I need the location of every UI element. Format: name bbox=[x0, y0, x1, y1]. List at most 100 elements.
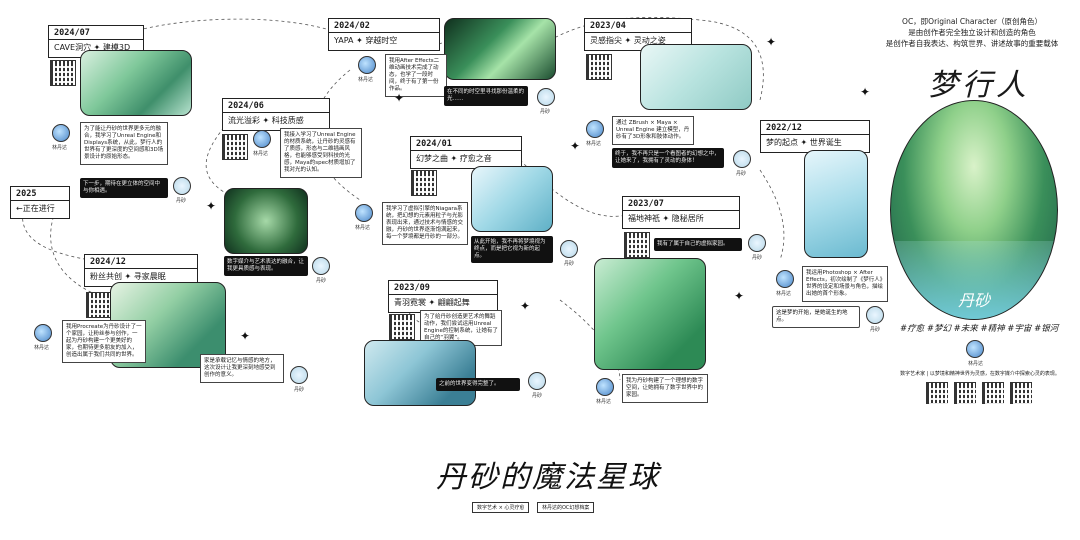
entry-date: 2023/07 bbox=[623, 198, 739, 211]
entry-date: 2024/06 bbox=[223, 100, 329, 113]
artwork-origin bbox=[804, 150, 868, 258]
entry-date: 2023/09 bbox=[389, 282, 497, 295]
avatar-label: 林丹达 bbox=[968, 361, 984, 367]
intro-line: 是由创作者完全独立设计和创造的角色 bbox=[908, 28, 1036, 37]
artwork-gesture bbox=[640, 44, 752, 110]
entry-caption: 这是梦的开始，是她诞生的地点。 bbox=[772, 306, 860, 328]
timeline-entry-2024-02: 2024/02 YAPA ✦ 穿越时空 bbox=[328, 18, 440, 51]
qr-code bbox=[926, 382, 949, 405]
artwork-cave bbox=[80, 50, 192, 116]
dan-label: 丹砂 bbox=[736, 171, 747, 177]
hero-signature: 丹砂 bbox=[957, 291, 990, 310]
entry-caption: 家是承载记忆与情感的地方，这次设计让我更深刻地感受到创作的意义。 bbox=[200, 354, 284, 383]
artwork-home bbox=[594, 258, 706, 370]
dan-label: 丹砂 bbox=[316, 278, 327, 284]
timeline-entry-2023-09: 2023/09 青羽霓裳 ✦ 翩翩起舞 bbox=[388, 280, 498, 313]
entry-caption: 在不同的时空里寻找那份温柔的光…… bbox=[444, 86, 528, 106]
entry-note: 我用Procreate为丹砂设计了一个家园，让粉丝参与创作，一起为丹砂构建一个更… bbox=[62, 320, 146, 363]
artwork-dream bbox=[471, 166, 553, 232]
entry-title: CAVE洞穴 ✦ 建模3D bbox=[54, 43, 131, 52]
qr-code bbox=[586, 54, 612, 80]
hero-artwork: 丹砂 bbox=[890, 100, 1058, 320]
entry-caption: 之前的世界变得完整了。 bbox=[436, 378, 520, 391]
entry-title: 福地神祇 ✦ 隐秘居所 bbox=[628, 214, 704, 223]
entry-title: 灵感指尖 ✦ 灵动之姿 bbox=[590, 36, 666, 45]
timeline-entry-2024-06: 2024/06 流光溢彩 ✦ 科技质感 bbox=[222, 98, 330, 131]
avatar bbox=[355, 204, 373, 222]
entry-date: 2024/02 bbox=[329, 20, 439, 33]
entry-note: 我学习了虚拟引擎的Niagara系统，把幻想的元素用粒子与光影表现出来，通过技术… bbox=[382, 202, 468, 245]
entry-title: ←正在进行 bbox=[16, 204, 55, 213]
subtitle-right: 林丹达的OC幻想档案 bbox=[536, 502, 595, 513]
sparkle-icon: ✦ bbox=[860, 85, 871, 99]
avatar bbox=[358, 56, 376, 74]
intro-line: OC，即Original Character（原创角色） bbox=[902, 17, 1042, 26]
dan-avatar bbox=[748, 234, 766, 252]
hashtags: #疗愈 #梦幻 #未来 #精神 #宇宙 #银河 bbox=[900, 324, 1059, 334]
avatar-label: 林丹达 bbox=[253, 151, 269, 157]
entry-title: 青羽霓裳 ✦ 翩翩起舞 bbox=[394, 298, 470, 307]
dan-label: 丹砂 bbox=[564, 261, 575, 267]
dan-avatar bbox=[290, 366, 308, 384]
entry-date: 2025 bbox=[11, 188, 69, 201]
entry-date: 2024/12 bbox=[85, 256, 197, 269]
qr-code bbox=[389, 314, 415, 340]
entry-note: 我用After Effects二维动画技术完成了动态，也学了一段时间，终于有了第… bbox=[385, 54, 447, 97]
avatar bbox=[586, 120, 604, 138]
subtitle-left: 数字艺术 × 心灵疗愈 bbox=[472, 502, 530, 513]
avatar bbox=[52, 124, 70, 142]
dan-avatar bbox=[560, 240, 578, 258]
entry-title: 流光溢彩 ✦ 科技质感 bbox=[228, 116, 304, 125]
entry-date: 2024/01 bbox=[411, 138, 521, 151]
timeline-entry-2024-01: 2024/01 幻梦之曲 ✦ 疗愈之音 bbox=[410, 136, 522, 169]
entry-caption: 终于，我不再只是一个看图者的幻想之中，让她来了，我拥有了灵动的身体！ bbox=[612, 148, 724, 168]
timeline-entry-2022-12: 2022/12 梦的起点 ✦ 世界诞生 bbox=[760, 120, 870, 153]
avatar bbox=[253, 130, 271, 148]
entry-date: 2024/07 bbox=[49, 27, 143, 40]
artwork-glow bbox=[224, 188, 308, 254]
avatar-label: 林丹达 bbox=[52, 145, 68, 151]
dan-avatar bbox=[528, 372, 546, 390]
dan-label: 丹砂 bbox=[870, 327, 881, 333]
sparkle-icon: ✦ bbox=[394, 91, 405, 105]
avatar bbox=[596, 378, 614, 396]
entry-caption: 数字媒介与艺术表达的融合，让我更具质感与表现。 bbox=[224, 256, 308, 276]
artwork-yapa bbox=[444, 18, 556, 80]
artwork-feather bbox=[364, 340, 476, 406]
avatar bbox=[776, 270, 794, 288]
qr-code bbox=[411, 170, 437, 196]
entry-caption: 从此开始，我不再将梦境视为终点，而是把它视为新的起点。 bbox=[471, 236, 553, 263]
sparkle-icon: ✦ bbox=[734, 289, 745, 303]
entry-date: 2023/04 bbox=[585, 20, 691, 33]
main-title: 丹砂的魔法星球 bbox=[436, 460, 660, 495]
timeline-entry-2023-07: 2023/07 福地神祇 ✦ 隐秘居所 bbox=[622, 196, 740, 229]
qr-code bbox=[624, 232, 650, 258]
dan-label: 丹砂 bbox=[752, 255, 763, 261]
avatar-label: 林丹达 bbox=[586, 141, 602, 147]
sparkle-icon: ✦ bbox=[520, 299, 531, 313]
dan-label: 丹砂 bbox=[294, 387, 305, 393]
avatar-label: 林丹达 bbox=[776, 291, 792, 297]
timeline-entry-2025: 2025 ←正在进行 bbox=[10, 186, 70, 219]
dan-avatar bbox=[733, 150, 751, 168]
dan-avatar bbox=[312, 257, 330, 275]
entry-title: 幻梦之曲 ✦ 疗愈之音 bbox=[416, 154, 492, 163]
qr-code bbox=[982, 382, 1005, 405]
entry-title: 梦的起点 ✦ 世界诞生 bbox=[766, 138, 842, 147]
sparkle-icon: ✦ bbox=[570, 139, 581, 153]
entry-title: YAPA ✦ 穿越时空 bbox=[334, 36, 398, 45]
sparkle-icon: ✦ bbox=[766, 35, 777, 49]
qr-code bbox=[954, 382, 977, 405]
entry-title: 粉丝共创 ✦ 寻家晨眠 bbox=[90, 272, 166, 281]
intro-text: OC，即Original Character（原创角色） 是由创作者完全独立设计… bbox=[872, 16, 1072, 49]
dan-label: 丹砂 bbox=[176, 198, 187, 204]
avatar-label: 林丹达 bbox=[358, 77, 374, 83]
qr-code bbox=[86, 292, 112, 318]
avatar-label: 林丹达 bbox=[355, 225, 371, 231]
entry-note: 为了能让丹砂的世界更多元的融合，我学习了Unreal Engine和Displa… bbox=[80, 122, 168, 165]
timeline-entry-2024-12: 2024/12 粉丝共创 ✦ 寻家晨眠 bbox=[84, 254, 198, 287]
subtitle: 数字艺术 × 心灵疗愈 林丹达的OC幻想档案 bbox=[472, 502, 600, 513]
entry-note: 我运用Photoshop × After Effects，初次绘制了《梦行人》世… bbox=[802, 266, 888, 302]
avatar bbox=[34, 324, 52, 342]
entry-caption: 下一步，期待在更立体的空间中与你相遇。 bbox=[80, 178, 168, 198]
